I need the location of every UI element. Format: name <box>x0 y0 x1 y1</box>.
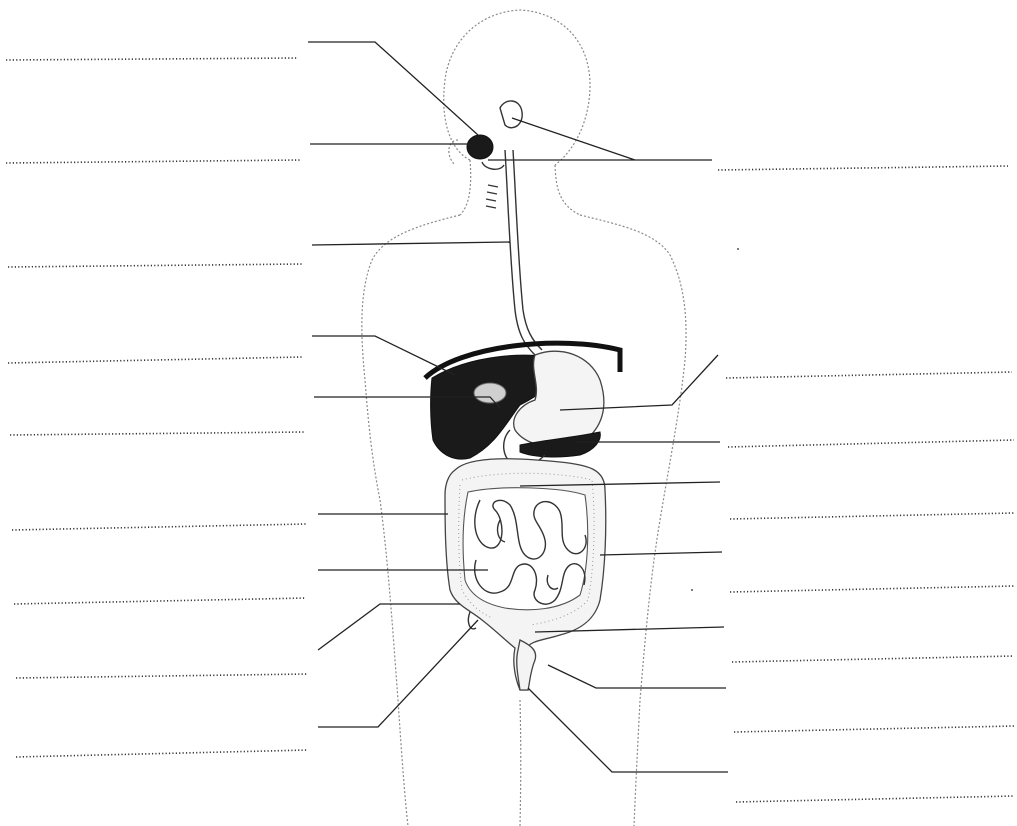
leader-right-1a <box>488 118 635 160</box>
answer-blanks-left <box>6 58 308 757</box>
answer-blank-right-4[interactable] <box>730 513 1014 519</box>
leader-right-7 <box>548 665 726 688</box>
leader-left-9 <box>318 620 478 727</box>
answer-blank-right-1[interactable] <box>718 166 1008 170</box>
answer-blank-right-7[interactable] <box>734 726 1014 732</box>
mouth-cavity <box>467 135 493 159</box>
answer-blank-left-9[interactable] <box>16 750 308 757</box>
answer-blank-right-8[interactable] <box>736 796 1014 802</box>
leader-right-8 <box>528 688 728 772</box>
answer-blank-left-6[interactable] <box>12 524 306 530</box>
leader-left-3 <box>312 242 510 245</box>
leader-left-1 <box>308 42 478 135</box>
answer-blank-left-3[interactable] <box>8 264 302 267</box>
answer-blank-left-1[interactable] <box>6 58 298 60</box>
gall-bladder <box>474 383 506 403</box>
esophagus <box>505 150 535 355</box>
answer-blank-right-3[interactable] <box>728 440 1014 447</box>
stray-mark <box>691 589 693 591</box>
answer-blank-right-6[interactable] <box>732 656 1014 662</box>
leader-right-5 <box>600 552 722 555</box>
leader-left-8 <box>318 604 460 650</box>
salivary-gland-parotid <box>500 101 522 128</box>
answer-blank-left-8[interactable] <box>16 674 308 678</box>
rectum <box>517 640 536 690</box>
answer-blank-right-5[interactable] <box>730 586 1014 592</box>
answer-blank-left-2[interactable] <box>6 160 300 163</box>
answer-blank-left-7[interactable] <box>14 598 306 604</box>
salivary-gland-submandibular <box>482 162 504 169</box>
trachea <box>486 185 498 208</box>
stray-mark <box>737 248 739 250</box>
answer-blank-right-2[interactable] <box>726 372 1012 378</box>
answer-blank-left-5[interactable] <box>10 432 304 435</box>
digestive-organs <box>425 101 620 690</box>
answer-blank-left-4[interactable] <box>8 357 302 363</box>
answer-blanks-right <box>718 166 1014 802</box>
